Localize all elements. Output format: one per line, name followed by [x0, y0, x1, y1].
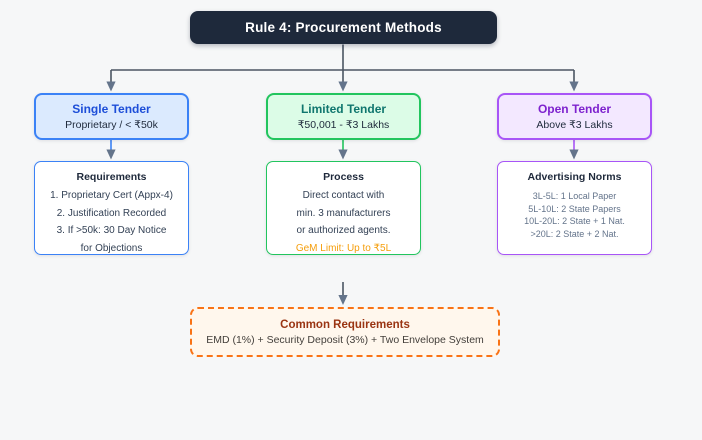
requirements-line: 2. Justification Recorded	[56, 207, 167, 219]
node-title-single-tender: Single Tender	[72, 102, 151, 116]
tree-connector-lines	[110, 44, 575, 83]
node-title-limited-tender: Limited Tender	[300, 102, 387, 116]
root-node-rule4: Rule 4: Procurement Methods	[190, 11, 497, 44]
node-advertising-norms: Advertising Norms 3L-5L: 1 Local Paper 5…	[497, 161, 652, 255]
node-subtitle-single-tender: Proprietary / < ₹50k	[65, 119, 158, 131]
advertising-line: 3L-5L: 1 Local Paper	[532, 191, 617, 201]
detail-title-process: Process	[323, 171, 364, 183]
footer-arrow	[338, 282, 348, 305]
detail-title-advertising-norms: Advertising Norms	[527, 171, 622, 183]
column-arrowhead-icons	[106, 149, 579, 160]
requirements-line: 1. Proprietary Cert (Appx-4)	[50, 190, 173, 201]
advertising-line: 10L-20L: 2 State + 1 Nat.	[524, 216, 625, 226]
advertising-line: >20L: 2 State + 2 Nat.	[530, 228, 619, 239]
page-title: Rule 4: Procurement Methods	[245, 20, 442, 35]
node-requirements: Requirements 1. Proprietary Cert (Appx-4…	[34, 161, 189, 255]
advertising-line: 5L-10L: 2 State Papers	[528, 203, 621, 214]
gem-limit-highlight: GeM Limit: Up to ₹5L	[295, 242, 392, 254]
process-line: Direct contact with	[302, 190, 385, 201]
node-limited-tender: Limited Tender ₹50,001 - ₹3 Lakhs	[266, 93, 421, 140]
requirements-line: for Objections	[80, 242, 143, 254]
node-open-tender: Open Tender Above ₹3 Lakhs	[497, 93, 652, 140]
node-single-tender: Single Tender Proprietary / < ₹50k	[34, 93, 189, 140]
common-requirements-title: Common Requirements	[280, 318, 410, 331]
node-process: Process Direct contact with min. 3 manuf…	[266, 161, 421, 255]
node-title-open-tender: Open Tender	[537, 102, 612, 116]
detail-title-requirements: Requirements	[76, 171, 147, 183]
node-common-requirements: Common Requirements EMD (1%) + Security …	[190, 307, 500, 357]
requirements-line: 3. If >50k: 30 Day Notice	[56, 225, 167, 236]
column-stub-lines	[110, 140, 575, 151]
advertising-norms-list: 3L-5L: 1 Local Paper 5L-10L: 2 State Pap…	[524, 190, 625, 240]
tree-arrowhead-icons	[106, 81, 579, 92]
process-line: or authorized agents.	[296, 225, 391, 236]
node-subtitle-limited-tender: ₹50,001 - ₹3 Lakhs	[297, 119, 390, 131]
common-requirements-body: EMD (1%) + Security Deposit (3%) + Two E…	[206, 333, 484, 346]
process-line: min. 3 manufacturers	[296, 207, 391, 219]
node-subtitle-open-tender: Above ₹3 Lakhs	[536, 119, 613, 131]
